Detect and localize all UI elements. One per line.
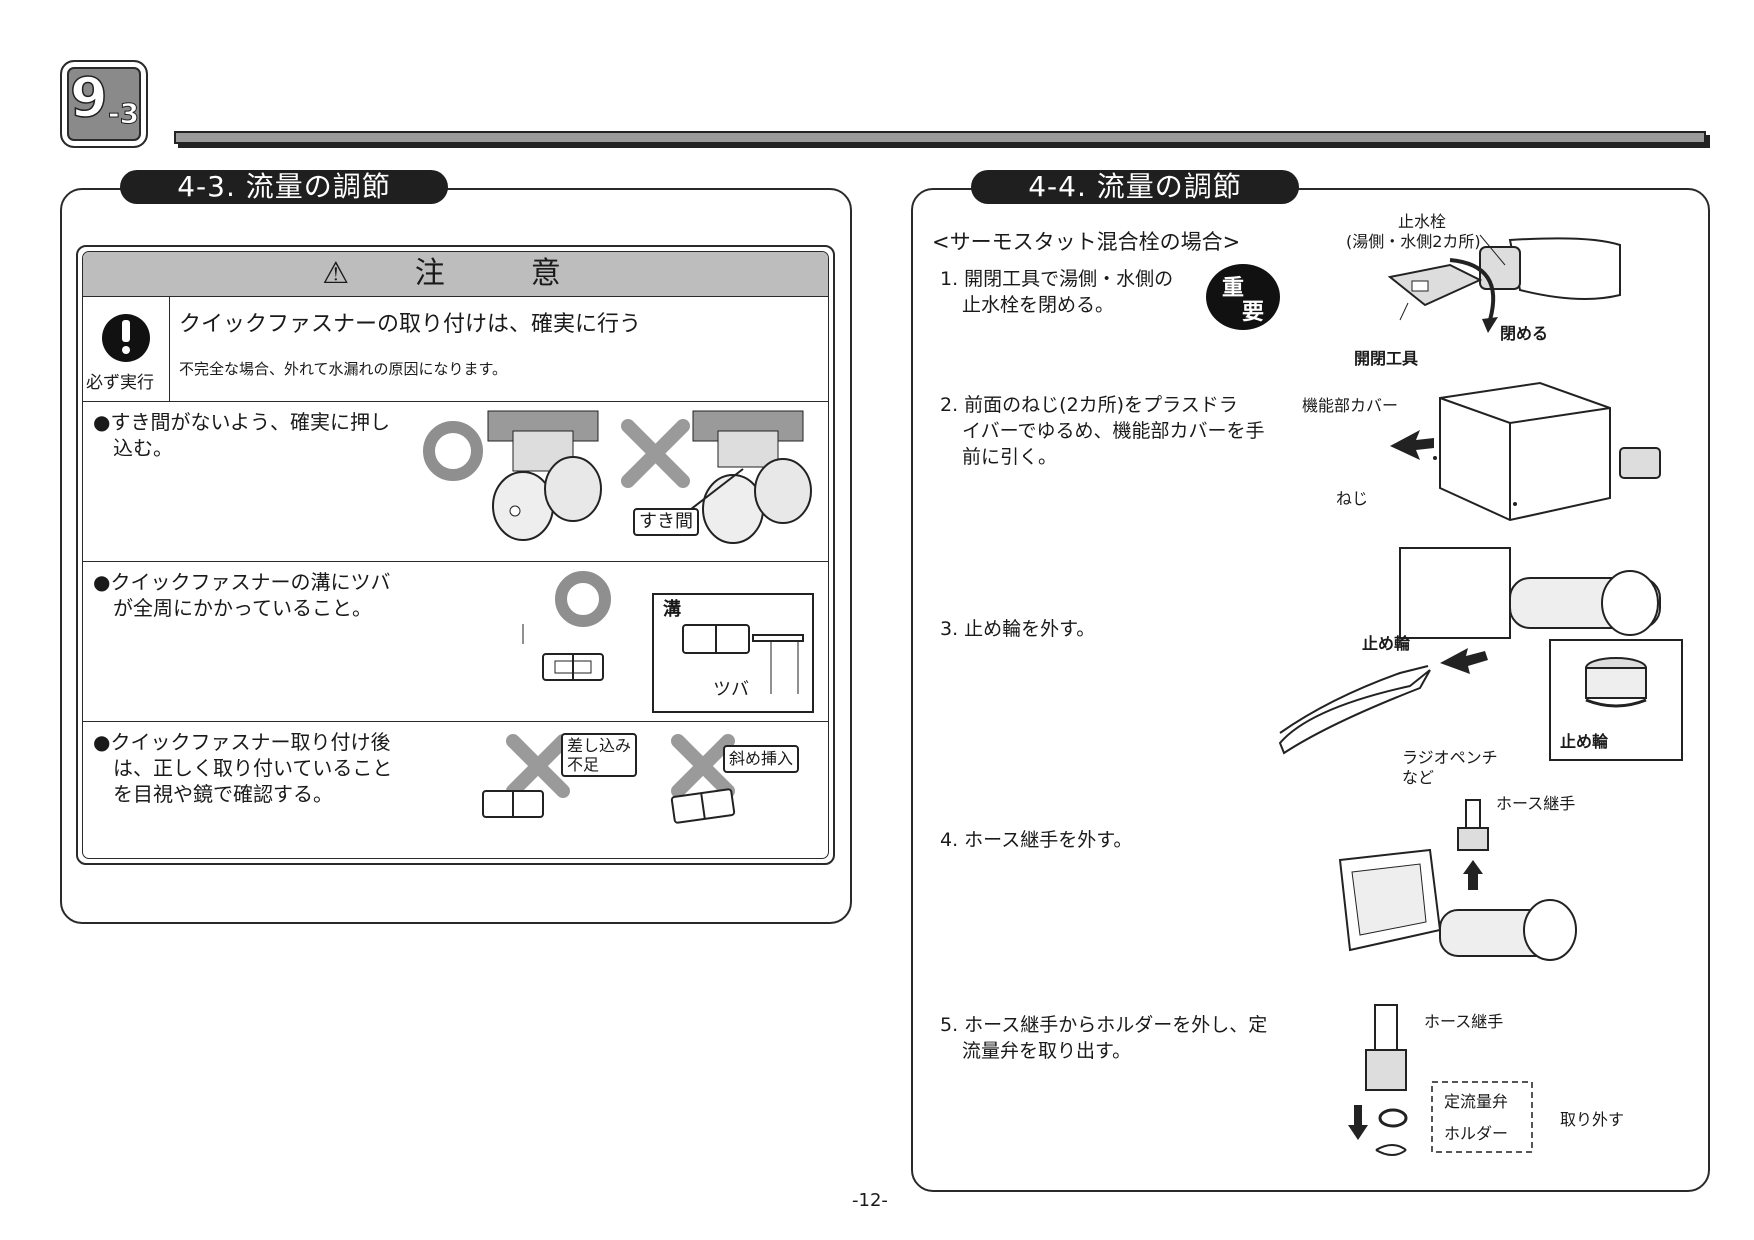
step-2: 2. 前面のねじ(2カ所)をプラスドラ イバーでゆるめ、機能部カバーを手 前に引… (940, 392, 1264, 470)
right-panel-title: 4-4. 流量の調節 (971, 170, 1299, 204)
flow-valve-illustration (1348, 1004, 1533, 1156)
gap-illustration (423, 410, 812, 544)
header-rule (174, 131, 1706, 144)
pull-arrow-icon (1390, 430, 1434, 460)
hose-joint-label: ホース継手 (1496, 794, 1576, 813)
remove-label: 取り外す (1560, 1110, 1625, 1129)
caution-header: ⚠ 注 意 (83, 252, 828, 297)
stop-valve-illustration (1387, 234, 1621, 333)
pliers-label: ラジオペンチ など (1402, 748, 1498, 788)
ok-circle-icon (423, 421, 483, 481)
flow-valve-label: 定流量弁 (1444, 1092, 1509, 1111)
chapter-subnumber: -3 (107, 97, 140, 130)
pliers-line-2: など (1402, 768, 1435, 787)
caution-item-check: ●クイックファスナー取り付け後 は、正しく取り付いていること を目視や鏡で確認す… (83, 721, 828, 858)
item-text-line: が全周にかかっていること。 (113, 596, 372, 620)
retaining-ring-label: 止め輪 (1362, 634, 1411, 653)
caution-sub-text: 不完全な場合、外れて水漏れの原因になります。 (179, 360, 508, 378)
step-line: 5. ホース継手からホルダーを外し、定 (940, 1014, 1268, 1036)
caution-box: ⚠ 注 意 必ず実行 クイックファスナーの取り付けは、確実に行う 不完全な場合、… (76, 245, 835, 865)
step-line: イバーでゆるめ、機能部カバーを手 (962, 420, 1265, 442)
up-arrow-icon (1463, 860, 1483, 890)
cover-label: 機能部カバー (1302, 396, 1399, 415)
page-number: -12- (852, 1190, 888, 1211)
step-5: 5. ホース継手からホルダーを外し、定 流量弁を取り出す。 (940, 1012, 1267, 1064)
step-line: 前に引く。 (962, 446, 1058, 468)
hose-joint-illustration (1338, 799, 1577, 961)
right-panel-subtitle: <サーモスタット混合栓の場合> (932, 230, 1241, 254)
ng-cross-icon (506, 734, 570, 798)
must-do-label: 必ず実行 (86, 373, 154, 393)
screw-label: ねじ (1336, 489, 1369, 508)
pipe-gap (672, 410, 812, 544)
important-char-1: 重 (1222, 276, 1245, 301)
close-label: 閉める (1500, 324, 1549, 343)
flange-label: ツバ (713, 679, 749, 700)
stop-valve-label: 止水栓 (1398, 212, 1447, 231)
gap-label: すき間 (633, 508, 699, 536)
caution-inner: ⚠ 注 意 必ず実行 クイックファスナーの取り付けは、確実に行う 不完全な場合、… (82, 251, 829, 859)
retaining-ring-illustration (1278, 547, 1683, 761)
retaining-ring-detail-label: 止め輪 (1560, 732, 1609, 751)
step-3: 3. 止め輪を外す。 (940, 616, 1095, 642)
holder-label: ホルダー (1444, 1124, 1509, 1143)
step-line: 4. ホース継手を外す。 (940, 829, 1133, 851)
left-panel-title: 4-3. 流量の調節 (120, 170, 448, 204)
insufficient-insert-label: 差し込み 不足 (561, 733, 638, 777)
item-text-line: ●クイックファスナー取り付け後 (93, 730, 391, 754)
chapter-tab: 9 -3 (60, 60, 148, 148)
hose-joint-label-2: ホース継手 (1424, 1012, 1504, 1031)
caution-item-flange: ●クイックファスナーの溝にツバ が全周にかかっていること。 溝 ツバ (83, 561, 828, 722)
item-text-line: ●クイックファスナーの溝にツバ (93, 570, 391, 594)
item-text-line: は、正しく取り付いていること (113, 756, 393, 780)
flange-illustration (522, 571, 814, 713)
remove-arrow-icon (1440, 648, 1488, 674)
step-4: 4. ホース継手を外す。 (940, 827, 1132, 853)
item-text-line: を目視や鏡で確認する。 (113, 782, 333, 806)
down-arrow-icon (1348, 1105, 1368, 1140)
insufficient-line-2: 不足 (567, 755, 600, 774)
caution-must-row: 必ず実行 クイックファスナーの取り付けは、確実に行う 不完全な場合、外れて水漏れ… (83, 296, 828, 402)
step-line: 2. 前面のねじ(2カ所)をプラスドラ (940, 394, 1238, 416)
chapter-number: 9 (69, 66, 108, 129)
important-badge: 重 要 (1206, 264, 1280, 330)
step-line: 1. 開閉工具で湯側・水側の (940, 268, 1174, 290)
tool-label: 開閉工具 (1354, 349, 1419, 368)
caution-item-gap: ●すき間がないよう、確実に押し 込む。 (83, 401, 828, 562)
exclamation-icon (102, 314, 150, 362)
ok-circle-icon (555, 571, 611, 627)
item-text-line: ●すき間がないよう、確実に押し (93, 410, 391, 434)
insufficient-line-1: 差し込み (567, 736, 632, 755)
item-text-line: 込む。 (113, 436, 173, 460)
pipe-ok (487, 410, 602, 541)
step-line: 止水栓を閉める。 (962, 294, 1115, 316)
step-line: 流量弁を取り出す。 (962, 1040, 1132, 1062)
important-char-2: 要 (1242, 300, 1265, 325)
check-illustration (482, 734, 736, 824)
groove-label: 溝 (663, 599, 681, 620)
must-do-cell: 必ず実行 (83, 296, 170, 401)
diagonal-insert-label: 斜め挿入 (723, 745, 800, 773)
ng-cross-icon (621, 419, 690, 488)
cover-illustration (1390, 381, 1661, 522)
caution-main-text: クイックファスナーの取り付けは、確実に行う (179, 312, 642, 337)
stop-valve-sub-label: (湯側・水側2カ所) (1346, 232, 1481, 251)
step-1: 1. 開閉工具で湯側・水側の 止水栓を閉める。 (940, 266, 1173, 318)
ng-cross-icon (671, 734, 735, 798)
step-line: 3. 止め輪を外す。 (940, 618, 1096, 640)
pliers-line-1: ラジオペンチ (1402, 748, 1498, 767)
